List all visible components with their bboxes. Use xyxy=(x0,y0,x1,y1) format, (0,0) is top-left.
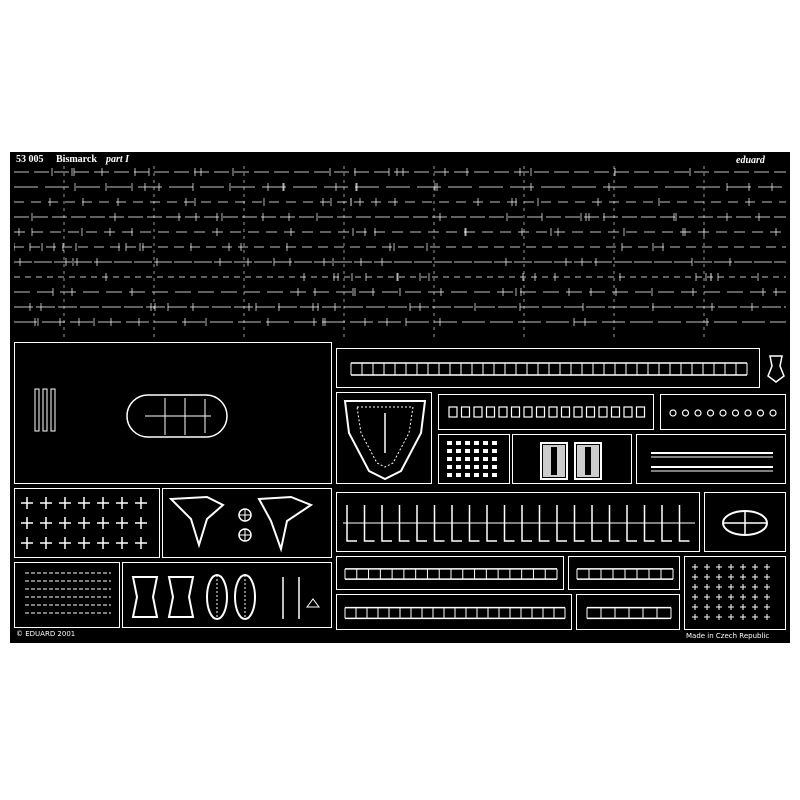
ladder-strip-lower xyxy=(336,492,700,552)
cross-part-grid xyxy=(14,488,160,558)
ladder-strip-bottom-b xyxy=(568,556,680,590)
hatch-strip xyxy=(438,394,654,430)
fan-parts xyxy=(122,562,332,628)
deck-panel-artwork xyxy=(34,388,228,438)
wheel-part xyxy=(704,492,786,552)
railings-artwork xyxy=(14,166,786,338)
copyright-text: © EDUARD 2001 xyxy=(16,630,76,638)
photo-etch-fret: 53 005 Bismarck part I eduard © EDUARD 2… xyxy=(10,152,790,643)
bracket-parts xyxy=(162,488,332,558)
shield-part xyxy=(336,392,432,484)
set-code: 53 005 xyxy=(16,154,44,165)
deck-panel-large xyxy=(14,342,332,484)
rivet-strip xyxy=(660,394,786,430)
origin-text: Made in Czech Republic xyxy=(686,632,770,640)
door-pair xyxy=(512,434,632,484)
brand-logo: eduard xyxy=(736,155,765,166)
ladder-strip-bottom-a xyxy=(336,556,564,590)
railing-section xyxy=(14,166,786,342)
rail-pair xyxy=(636,434,786,484)
part-label: part I xyxy=(106,154,130,165)
grate-block xyxy=(438,434,510,484)
grid-right-bottom xyxy=(684,556,786,630)
ladder-strip-bottom-d xyxy=(576,594,680,630)
ladder-strip-top xyxy=(336,348,760,388)
small-grid-left xyxy=(14,562,120,628)
ladder-strip-bottom-c xyxy=(336,594,572,630)
anchor-part xyxy=(766,352,786,386)
ladder-strip-artwork xyxy=(350,362,748,376)
ship-name: Bismarck xyxy=(56,154,97,165)
